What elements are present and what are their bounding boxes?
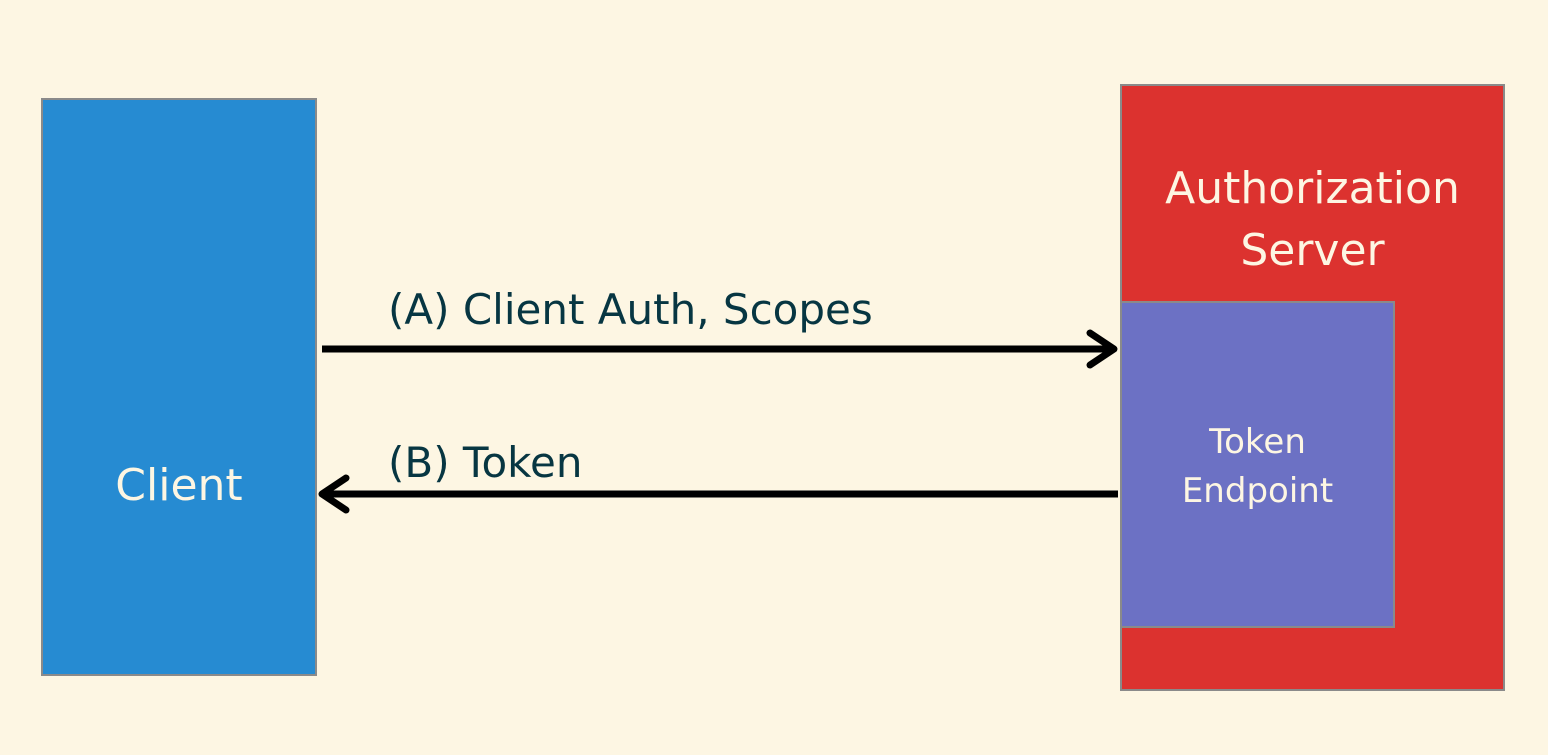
arrow-a [322, 329, 1118, 369]
token-endpoint-label-line-1: Token [1209, 422, 1306, 462]
authorization-server-label-line-1: Authorization [1165, 163, 1460, 214]
authorization-server-label: Authorization Server [1120, 158, 1505, 282]
authorization-server-label-line-2: Server [1240, 225, 1385, 276]
arrow-b [318, 474, 1118, 514]
arrow-a-head [1086, 329, 1118, 369]
token-endpoint-label-line-2: Endpoint [1181, 471, 1334, 511]
arrow-b-head [318, 474, 350, 514]
client-label: Client [115, 460, 243, 511]
token-endpoint-node [1120, 301, 1395, 628]
token-endpoint-label: Token Endpoint [1120, 418, 1395, 516]
edge-b-label: (B) Token [388, 438, 583, 487]
edge-a-label: (A) Client Auth, Scopes [388, 285, 873, 334]
client-node: Client [41, 98, 317, 676]
